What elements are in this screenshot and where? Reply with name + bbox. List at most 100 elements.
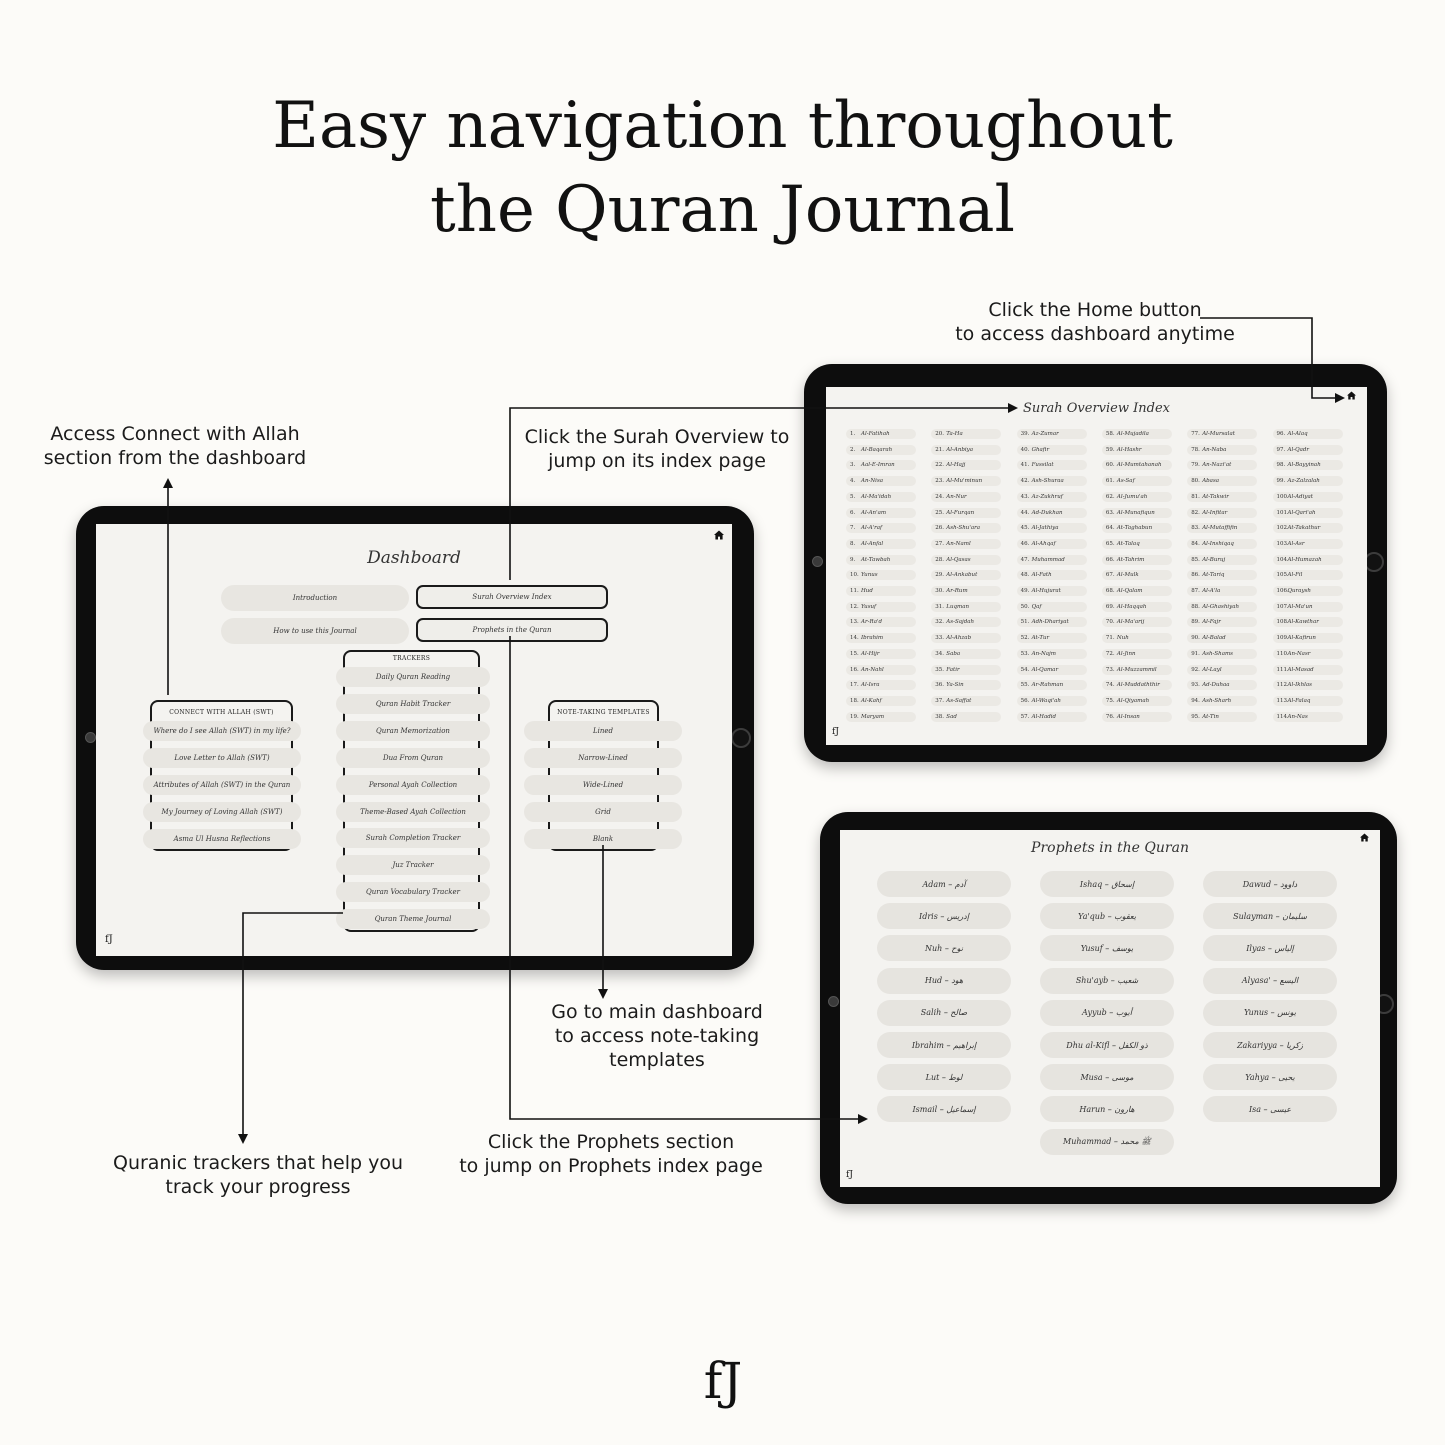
prophet-item[interactable]: Shu'ayb – شعيب: [1040, 967, 1174, 994]
surah-item[interactable]: 97.Al-Qadr: [1272, 444, 1343, 455]
surah-item[interactable]: 27.An-Naml: [931, 538, 1002, 549]
surah-item[interactable]: 57.Al-Hadid: [1016, 711, 1087, 722]
surah-item[interactable]: 58.Al-Mujadila: [1101, 429, 1172, 439]
prophet-item[interactable]: Ismail – إسماعيل: [877, 1096, 1011, 1123]
tracker-item[interactable]: Juz Tracker: [336, 855, 490, 876]
surah-item[interactable]: 105.Al-Fil: [1272, 570, 1343, 581]
prophet-item[interactable]: Salih – صالح: [877, 999, 1011, 1026]
nav-introduction[interactable]: Introduction: [221, 585, 409, 611]
surah-item[interactable]: 69.Al-Haqqah: [1101, 601, 1172, 612]
prophet-item[interactable]: Adam – آدم: [877, 871, 1011, 897]
surah-item[interactable]: 49.Al-Hujurat: [1016, 586, 1087, 596]
prophet-item[interactable]: Sulayman – سليمان: [1203, 903, 1337, 930]
surah-item[interactable]: 3.Aal-E-Imran: [846, 460, 916, 471]
prophet-item[interactable]: Ya'qub – يعقوب: [1040, 903, 1174, 930]
surah-item[interactable]: 85.Al-Buruj: [1187, 554, 1258, 565]
home-icon[interactable]: [714, 530, 724, 540]
surah-item[interactable]: 10.Yunus: [846, 570, 916, 581]
surah-item[interactable]: 29.Al-Ankabut: [931, 570, 1002, 581]
surah-item[interactable]: 79.An-Nazi'at: [1187, 460, 1258, 471]
surah-item[interactable]: 46.Al-Ahqaf: [1016, 538, 1087, 549]
surah-item[interactable]: 73.Al-Muzzammil: [1101, 664, 1172, 675]
surah-item[interactable]: 42.Ash-Shuraa: [1016, 476, 1087, 487]
prophet-item[interactable]: Ayyub – أيوب: [1040, 999, 1174, 1026]
surah-item[interactable]: 68.Al-Qalam: [1101, 586, 1172, 596]
surah-item[interactable]: 53.An-Najm: [1016, 648, 1087, 659]
surah-item[interactable]: 110.An-Nasr: [1272, 648, 1343, 659]
surah-item[interactable]: 81.At-Takwir: [1187, 491, 1258, 502]
nav-surah-overview-index[interactable]: Surah Overview Index: [416, 585, 608, 609]
surah-item[interactable]: 21.Al-Anbiya: [931, 444, 1002, 455]
surah-item[interactable]: 114.An-Nas: [1272, 711, 1343, 722]
prophet-item[interactable]: Idris – إدريس: [877, 903, 1011, 930]
surah-item[interactable]: 30.Ar-Rum: [931, 586, 1002, 596]
tracker-item[interactable]: Quran Vocabulary Tracker: [336, 882, 490, 903]
prophet-item[interactable]: Ilyas – إلياس: [1203, 935, 1337, 962]
surah-item[interactable]: 6.Al-An'am: [846, 507, 916, 518]
prophet-item[interactable]: Isa – عيسى: [1203, 1096, 1337, 1123]
surah-item[interactable]: 18.Al-Kahf: [846, 695, 916, 706]
surah-item[interactable]: 15.Al-Hijr: [846, 648, 916, 659]
surah-item[interactable]: 62.Al-Jumu'ah: [1101, 491, 1172, 502]
connect-item[interactable]: Love Letter to Allah (SWT): [143, 747, 301, 768]
tracker-item[interactable]: Quran Memorization: [336, 720, 490, 741]
surah-item[interactable]: 32.As-Sajdah: [931, 617, 1002, 628]
surah-item[interactable]: 56.Al-Waqi'ah: [1016, 695, 1087, 706]
surah-item[interactable]: 66.At-Tahrim: [1101, 554, 1172, 565]
surah-item[interactable]: 83.Al-Mutaffifin: [1187, 523, 1258, 534]
tracker-item[interactable]: Surah Completion Tracker: [336, 828, 490, 849]
surah-item[interactable]: 93.Ad-Duhaa: [1187, 680, 1258, 691]
surah-item[interactable]: 74.Al-Muddaththir: [1101, 680, 1172, 691]
surah-item[interactable]: 76.Al-Insan: [1101, 711, 1172, 722]
surah-item[interactable]: 35.Fatir: [931, 664, 1002, 675]
surah-item[interactable]: 61.As-Saf: [1101, 476, 1172, 487]
surah-item[interactable]: 106.Quraysh: [1272, 586, 1343, 596]
prophet-item[interactable]: Zakariyya – زكريا: [1203, 1032, 1337, 1058]
tracker-item[interactable]: Theme-Based Ayah Collection: [336, 801, 490, 822]
surah-item[interactable]: 113.Al-Falaq: [1272, 695, 1343, 706]
tracker-item[interactable]: Daily Quran Reading: [336, 667, 490, 687]
prophet-item[interactable]: Ibrahim – إبراهيم: [877, 1032, 1011, 1058]
surah-item[interactable]: 71.Nuh: [1101, 633, 1172, 644]
prophet-item[interactable]: Muhammad – ﷺ محمد: [1040, 1128, 1174, 1155]
surah-item[interactable]: 86.At-Tariq: [1187, 570, 1258, 581]
surah-item[interactable]: 24.An-Nur: [931, 491, 1002, 502]
surah-item[interactable]: 16.An-Nahl: [846, 664, 916, 675]
surah-item[interactable]: 103.Al-Asr: [1272, 538, 1343, 549]
prophet-item[interactable]: Yusuf – يوسف: [1040, 935, 1174, 962]
surah-item[interactable]: 64.At-Taghabun: [1101, 523, 1172, 534]
surah-item[interactable]: 14.Ibrahim: [846, 633, 916, 644]
surah-item[interactable]: 51.Adh-Dhariyat: [1016, 617, 1087, 628]
surah-item[interactable]: 100.Al-Adiyat: [1272, 491, 1343, 502]
surah-item[interactable]: 82.Al-Infitar: [1187, 507, 1258, 518]
surah-item[interactable]: 52.At-Tur: [1016, 633, 1087, 644]
prophet-item[interactable]: Harun – هارون: [1040, 1096, 1174, 1123]
surah-item[interactable]: 78.An-Naba: [1187, 444, 1258, 455]
connect-item[interactable]: Asma Ul Husna Reflections: [143, 828, 301, 849]
surah-item[interactable]: 34.Saba: [931, 648, 1002, 659]
surah-item[interactable]: 37.As-Saffat: [931, 695, 1002, 706]
surah-item[interactable]: 28.Al-Qasas: [931, 554, 1002, 565]
surah-item[interactable]: 36.Ya-Sin: [931, 680, 1002, 691]
surah-item[interactable]: 8.Al-Anfal: [846, 538, 916, 549]
surah-item[interactable]: 5.Al-Ma'idah: [846, 491, 916, 502]
surah-item[interactable]: 45.Al-Jathiya: [1016, 523, 1087, 534]
surah-item[interactable]: 4.An-Nisa: [846, 476, 916, 487]
surah-item[interactable]: 1.Al-Fatihah: [846, 429, 916, 439]
surah-item[interactable]: 88.Al-Ghashiyah: [1187, 601, 1258, 612]
surah-item[interactable]: 77.Al-Mursalat: [1187, 429, 1258, 439]
connect-item[interactable]: Where do I see Allah (SWT) in my life?: [143, 721, 301, 741]
tracker-item[interactable]: Quran Habit Tracker: [336, 693, 490, 714]
prophet-item[interactable]: Dawud – داوود: [1203, 871, 1337, 897]
surah-item[interactable]: 102.At-Takathur: [1272, 523, 1343, 534]
surah-item[interactable]: 91.Ash-Shams: [1187, 648, 1258, 659]
surah-item[interactable]: 55.Ar-Rahman: [1016, 680, 1087, 691]
nav-prophets-in-quran[interactable]: Prophets in the Quran: [416, 618, 608, 642]
surah-item[interactable]: 19.Maryam: [846, 711, 916, 722]
surah-item[interactable]: 109.Al-Kafirun: [1272, 633, 1343, 644]
surah-item[interactable]: 7.Al-A'raf: [846, 523, 916, 534]
surah-item[interactable]: 26.Ash-Shu'ara: [931, 523, 1002, 534]
surah-item[interactable]: 60.Al-Mumtahanah: [1101, 460, 1172, 471]
tracker-item[interactable]: Personal Ayah Collection: [336, 774, 490, 795]
surah-item[interactable]: 90.Al-Balad: [1187, 633, 1258, 644]
